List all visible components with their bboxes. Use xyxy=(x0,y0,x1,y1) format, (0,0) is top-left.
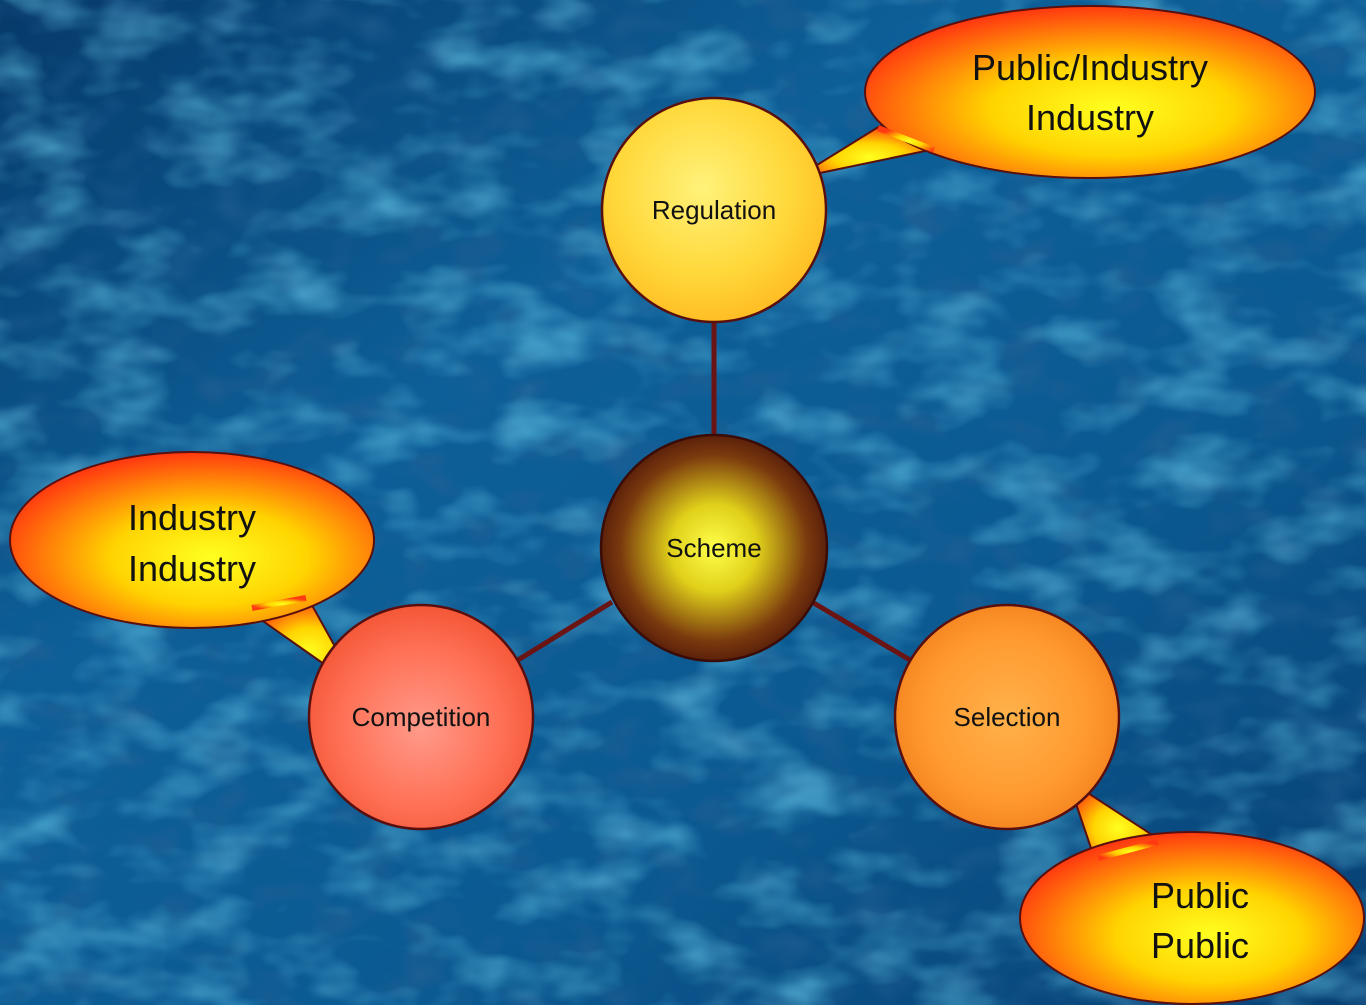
callout-seam xyxy=(1097,839,1159,861)
connector-selection xyxy=(810,599,912,663)
connectors xyxy=(516,320,912,663)
node-label: Regulation xyxy=(652,195,776,225)
callout-regulation: Public/Industry Industry xyxy=(795,5,1316,179)
callout-line-1: Public/Industry xyxy=(972,47,1208,88)
callout-line-2: Public xyxy=(1151,925,1249,966)
callout-bubble xyxy=(9,451,375,629)
callout-line-1: Public xyxy=(1151,875,1249,916)
node-selection: Selection xyxy=(893,603,1121,831)
callout-selection: Public Public xyxy=(1019,777,1365,1005)
callout-line-2: Industry xyxy=(1026,97,1154,138)
node-label: Competition xyxy=(352,702,491,732)
node-circle xyxy=(893,603,1121,831)
node-circle xyxy=(599,433,829,663)
connector-competition xyxy=(516,599,614,663)
callout-line-2: Industry xyxy=(128,548,256,589)
callout-bubble xyxy=(864,5,1316,179)
node-competition: Competition xyxy=(307,603,535,831)
node-circle xyxy=(307,603,535,831)
node-label: Scheme xyxy=(666,533,761,563)
callout-bubble xyxy=(1019,831,1365,1005)
node-circle xyxy=(600,96,828,324)
node-label: Selection xyxy=(954,702,1061,732)
node-scheme: Scheme xyxy=(599,433,829,663)
callout-line-1: Industry xyxy=(128,497,256,538)
node-regulation: Regulation xyxy=(600,96,828,324)
callout-seam xyxy=(251,595,307,611)
callout-seam xyxy=(876,125,936,153)
